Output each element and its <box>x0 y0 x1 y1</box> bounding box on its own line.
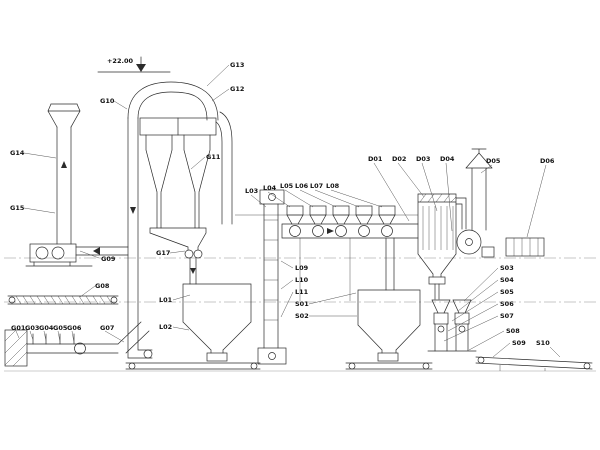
elevation-marker <box>97 56 171 73</box>
label-s05: S05 <box>500 288 514 296</box>
label-l05: L05 <box>280 182 294 190</box>
bucket-elevator-l03 <box>257 189 287 365</box>
leader-lines <box>15 64 561 358</box>
label-l09: L09 <box>295 264 309 272</box>
exhaust-stack-g14 <box>47 103 81 245</box>
labels: +22.00 G13 G12 G10 G14 G15 G11 G17 G09 G… <box>10 57 555 347</box>
cyclone-collector-valve-g17 <box>149 227 207 285</box>
feeder-units-l04-l08 <box>286 205 396 237</box>
label-l02: L02 <box>159 323 172 331</box>
silencer-box-d06 <box>505 237 545 257</box>
label-g07: G07 <box>100 324 114 332</box>
label-l01: L01 <box>159 296 173 304</box>
label-l10: L10 <box>295 276 309 284</box>
label-d05: D05 <box>486 157 501 165</box>
exhaust-stack-d <box>465 148 493 231</box>
label-d04: D04 <box>440 155 455 163</box>
screw-conveyor-g08 <box>7 295 119 305</box>
label-s01: S01 <box>295 300 309 308</box>
label-d01: D01 <box>368 155 383 163</box>
label-s09: S09 <box>512 339 526 347</box>
label-l07: L07 <box>310 182 323 190</box>
filter-fan-d05 <box>456 229 495 258</box>
label-g10: G10 <box>100 97 115 105</box>
label-g03: G03 <box>25 324 39 332</box>
label-g15: G15 <box>10 204 25 212</box>
label-g04: G04 <box>39 324 54 332</box>
bagging-units <box>427 283 477 352</box>
label-g12: G12 <box>230 85 244 93</box>
label-s10: S10 <box>536 339 550 347</box>
intake-line-g01-g07 <box>4 321 150 367</box>
label-g08: G08 <box>95 282 110 290</box>
l-system-leaders <box>172 189 383 331</box>
label-l08: L08 <box>326 182 340 190</box>
label-d02: D02 <box>392 155 406 163</box>
label-s04: S04 <box>500 276 514 284</box>
label-l03: L03 <box>245 187 258 195</box>
storage-hopper-s02 <box>357 289 421 362</box>
label-s03: S03 <box>500 264 514 272</box>
label-s08: S08 <box>506 327 520 335</box>
g-system-leaders <box>15 64 230 344</box>
label-g11: G11 <box>206 153 221 161</box>
discharge-conveyor <box>125 362 261 370</box>
feed-duct <box>235 214 419 301</box>
label-d06: D06 <box>540 157 555 165</box>
label-g05: G05 <box>53 324 68 332</box>
hopper-s02-conveyor <box>345 362 433 370</box>
label-g09: G09 <box>101 255 116 263</box>
label-g01: G01 <box>11 324 26 332</box>
bag-filter <box>417 193 467 285</box>
label-d03: D03 <box>416 155 430 163</box>
packing-conveyor-s10 <box>475 356 593 371</box>
s-system-leaders <box>308 267 561 358</box>
label-g06: G06 <box>67 324 82 332</box>
label-g13: G13 <box>230 61 244 69</box>
label-s02: S02 <box>295 312 309 320</box>
label-s06: S06 <box>500 300 514 308</box>
main-fan-g09 <box>25 243 129 267</box>
cyclone-group <box>127 81 233 229</box>
cyclone-downcomer <box>127 117 153 359</box>
d-system-leaders <box>373 162 547 238</box>
label-l11: L11 <box>295 288 309 296</box>
label-l04: L04 <box>263 184 277 192</box>
elevation-label: +22.00 <box>107 57 133 65</box>
label-s07: S07 <box>500 312 514 320</box>
storage-hopper-l02 <box>182 283 252 362</box>
label-g14: G14 <box>10 149 25 157</box>
label-l06: L06 <box>295 182 309 190</box>
label-g17: G17 <box>156 249 170 257</box>
